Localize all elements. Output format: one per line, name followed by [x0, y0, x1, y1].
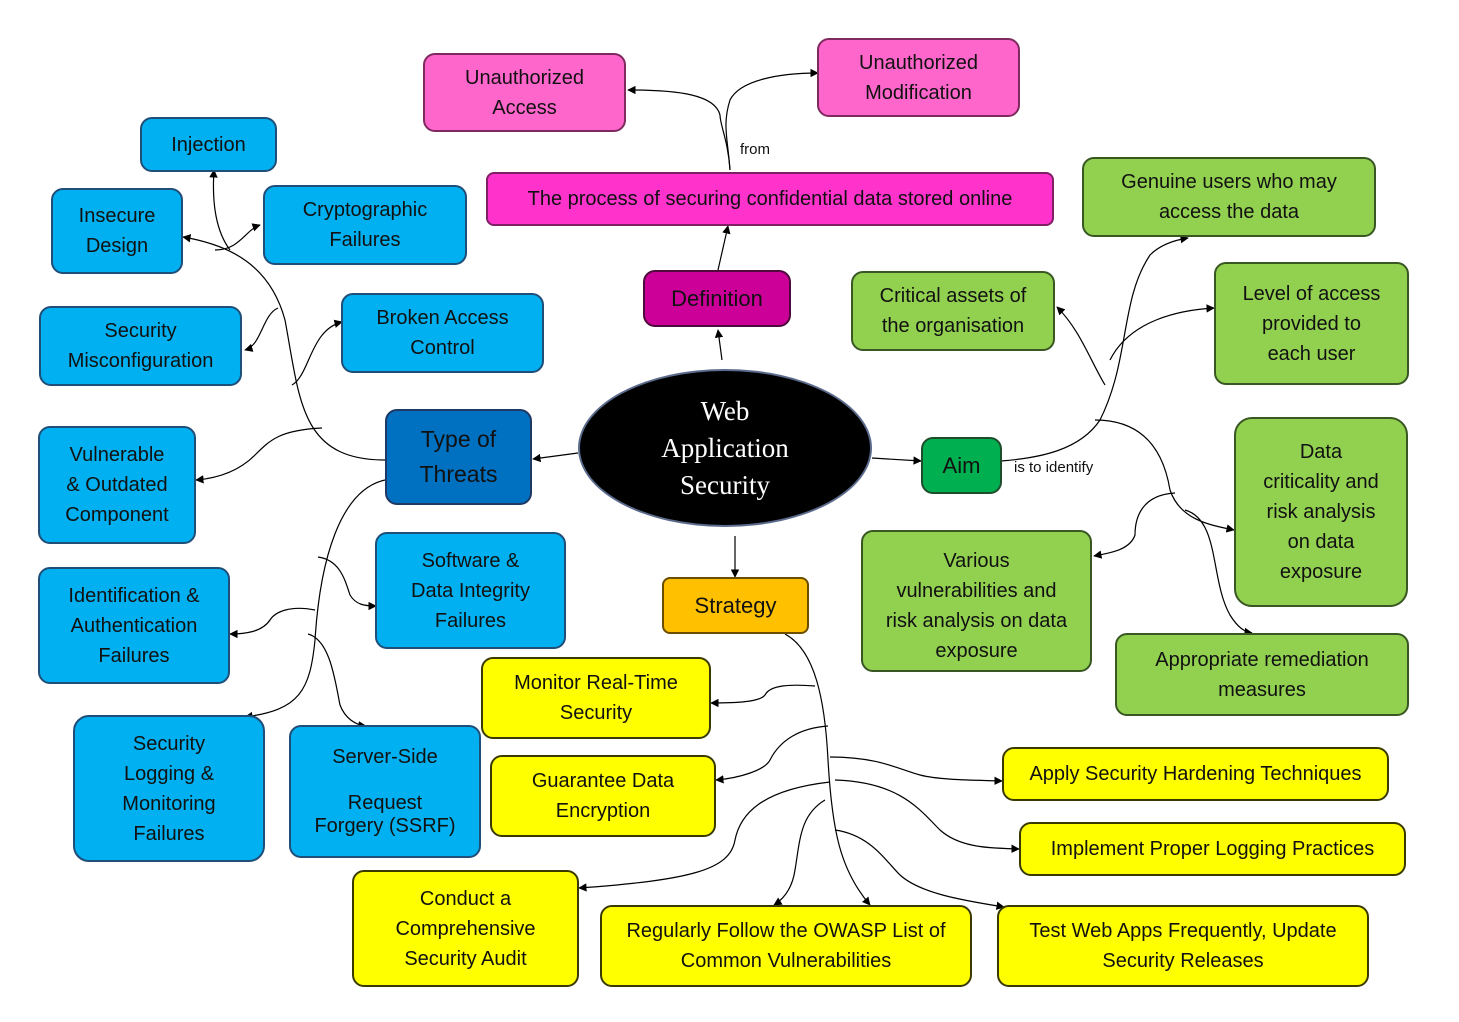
threat-security-misconfiguration-node: Security Misconfiguration [39, 306, 242, 386]
aim-remediation-node: Appropriate remediation measures [1115, 633, 1409, 716]
edge-to-identification [229, 607, 316, 639]
strategy-audit-node: Conduct a Comprehensive Security Audit [352, 870, 579, 987]
edge-to-encryption [715, 725, 829, 784]
edge-aim-genuine [1099, 235, 1189, 421]
strategy-hub: Strategy [662, 577, 809, 634]
threat-insecure-design-node: Insecure Design [51, 188, 183, 274]
strategy-encryption-node: Guarantee Data Encryption [490, 755, 716, 837]
edge-to-logging [834, 779, 1020, 853]
edge-to-crypto [214, 223, 261, 251]
edge-to-hardening [829, 756, 1003, 785]
edge-aim-data [1094, 419, 1235, 533]
threat-injection-node: Injection [140, 117, 277, 172]
aim-hub: Aim [921, 437, 1002, 494]
edge-to-injection [209, 169, 231, 251]
strategy-test-node: Test Web Apps Frequently, Update Securit… [997, 905, 1369, 987]
aim-data-criticality-node: Data criticality and risk analysis on da… [1234, 417, 1408, 607]
edge-to-owasp [773, 799, 826, 906]
edge-center-threats [532, 452, 579, 463]
strategy-logging-node: Implement Proper Logging Practices [1019, 822, 1406, 876]
strategy-hardening-node: Apply Security Hardening Techniques [1002, 747, 1389, 801]
aim-connector-label: is to identify [1014, 459, 1094, 476]
threat-broken-access-control-node: Broken Access Control [341, 293, 544, 373]
edge-aim-various [1093, 492, 1176, 559]
edge-center-definition [714, 329, 724, 361]
center-label: Web Application Security [661, 395, 789, 500]
edge-aim-remediation [1184, 509, 1253, 637]
edge-to-audit [578, 781, 831, 892]
strategy-monitor-node: Monitor Real-Time Security [481, 657, 711, 739]
threat-ssrf-node: Server-Side Request Forgery (SSRF) [289, 725, 481, 858]
threat-vulnerable-component-node: Vulnerable & Outdated Component [38, 426, 196, 544]
edge-threats-lower [244, 479, 386, 721]
edge-aim-critical [1056, 306, 1106, 386]
definition-from-label: from [740, 141, 770, 158]
definition-hub: Definition [643, 270, 791, 327]
aim-access-level-node: Level of access provided to each user [1214, 262, 1409, 385]
edge-from-access [627, 85, 731, 171]
edge-definition-process [717, 225, 731, 271]
edge-aim-split [1000, 419, 1101, 462]
edge-to-software [317, 556, 377, 611]
unauthorized-modification-node: Unauthorized Modification [817, 38, 1020, 117]
threat-cryptographic-failures-node: Cryptographic Failures [263, 185, 467, 265]
threat-identification-auth-node: Identification & Authentication Failures [38, 567, 230, 684]
edge-aim-level [1109, 304, 1215, 361]
edge-to-test [834, 829, 1005, 910]
strategy-owasp-node: Regularly Follow the OWASP List of Commo… [600, 905, 972, 987]
edge-threats-insecure [182, 234, 386, 461]
edge-strategy-main [784, 633, 871, 906]
type-of-threats-hub: Type of Threats [385, 409, 532, 505]
web-application-security-center: Web Application Security [578, 369, 872, 527]
aim-vulnerabilities-node: Various vulnerabilities and risk analysi… [861, 530, 1092, 672]
definition-process-node: The process of securing confidential dat… [486, 172, 1054, 226]
threat-software-integrity-node: Software & Data Integrity Failures [375, 532, 566, 649]
edge-to-broken [291, 319, 343, 386]
edge-from-modification [725, 68, 819, 171]
threat-logging-monitoring-node: Security Logging & Monitoring Failures [73, 715, 265, 862]
aim-genuine-users-node: Genuine users who may access the data [1082, 157, 1376, 237]
edge-to-ssrf [307, 633, 367, 730]
aim-critical-assets-node: Critical assets of the organisation [851, 271, 1055, 351]
unauthorized-access-node: Unauthorized Access [423, 53, 626, 132]
edge-to-monitor [710, 684, 816, 708]
edge-to-misconfig [244, 307, 279, 352]
edge-to-vulnerable [195, 427, 323, 484]
edge-center-aim [871, 456, 922, 465]
